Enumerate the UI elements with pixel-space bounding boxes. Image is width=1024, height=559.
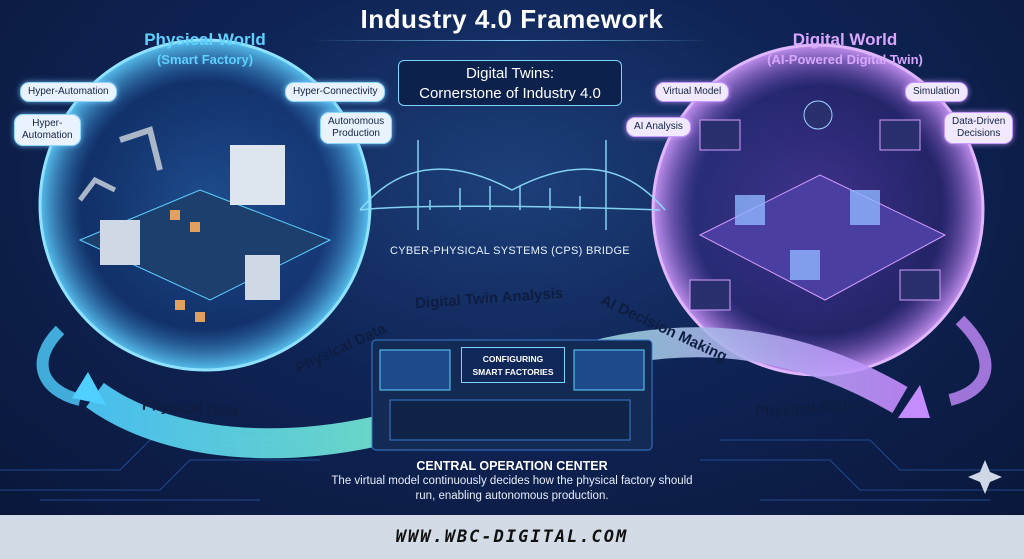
digital-twin-illustration bbox=[689, 100, 947, 311]
cps-bridge bbox=[359, 140, 666, 230]
digital-twins-box: Digital Twins: Cornerstone of Industry 4… bbox=[398, 60, 622, 106]
infographic-artwork bbox=[0, 38, 1024, 501]
footer-url[interactable]: WWW.WBC-DIGITAL.COM bbox=[395, 527, 629, 547]
digital-twins-line2: Cornerstone of Industry 4.0 bbox=[419, 85, 601, 102]
configuring-screen: CONFIGURING SMART FACTORIES bbox=[461, 347, 565, 383]
operation-center-illustration bbox=[371, 339, 653, 451]
label-virtual-model: Virtual Model bbox=[655, 82, 730, 102]
label-autonomous-production: Autonomous Production bbox=[320, 112, 393, 144]
digital-world-title: Digital World bbox=[792, 30, 898, 49]
physical-world-subtitle: (Smart Factory) bbox=[156, 52, 254, 67]
digital-twins-line1: Digital Twins: bbox=[465, 65, 555, 82]
flow-arrow-head-right bbox=[898, 385, 930, 418]
page-title: Industry 4.0 Framework bbox=[360, 4, 664, 34]
label-hyper-automation-2: Hyper- Automation bbox=[14, 114, 81, 146]
smart-factory-illustration bbox=[78, 126, 332, 322]
operation-center-description: The virtual model continuously decides h… bbox=[331, 475, 693, 502]
label-ai-analysis: AI Analysis bbox=[626, 117, 691, 137]
operation-center-title: CENTRAL OPERATION CENTER bbox=[416, 459, 608, 473]
physical-world-title: Physical World bbox=[144, 30, 266, 49]
footer-bar: WWW.WBC-DIGITAL.COM bbox=[0, 515, 1024, 559]
title-underline bbox=[312, 40, 712, 41]
label-simulation: Simulation bbox=[905, 82, 968, 102]
label-hyper-connectivity: Hyper-Connectivity bbox=[285, 82, 386, 102]
label-data-driven-decisions: Data-Driven Decisions bbox=[944, 112, 1014, 144]
cps-bridge-label: CYBER-PHYSICAL SYSTEMS (CPS) BRIDGE bbox=[390, 245, 630, 257]
digital-world-heading: Digital World (AI-Powered Digital Twin) bbox=[735, 30, 955, 70]
digital-world-subtitle: (AI-Powered Digital Twin) bbox=[767, 52, 923, 67]
sparkle-icon bbox=[968, 460, 1002, 494]
infographic-stage: Industry 4.0 Framework Physical World (S… bbox=[0, 0, 1024, 515]
physical-world-heading: Physical World (Smart Factory) bbox=[120, 30, 290, 70]
label-hyper-automation: Hyper-Automation bbox=[20, 82, 117, 102]
